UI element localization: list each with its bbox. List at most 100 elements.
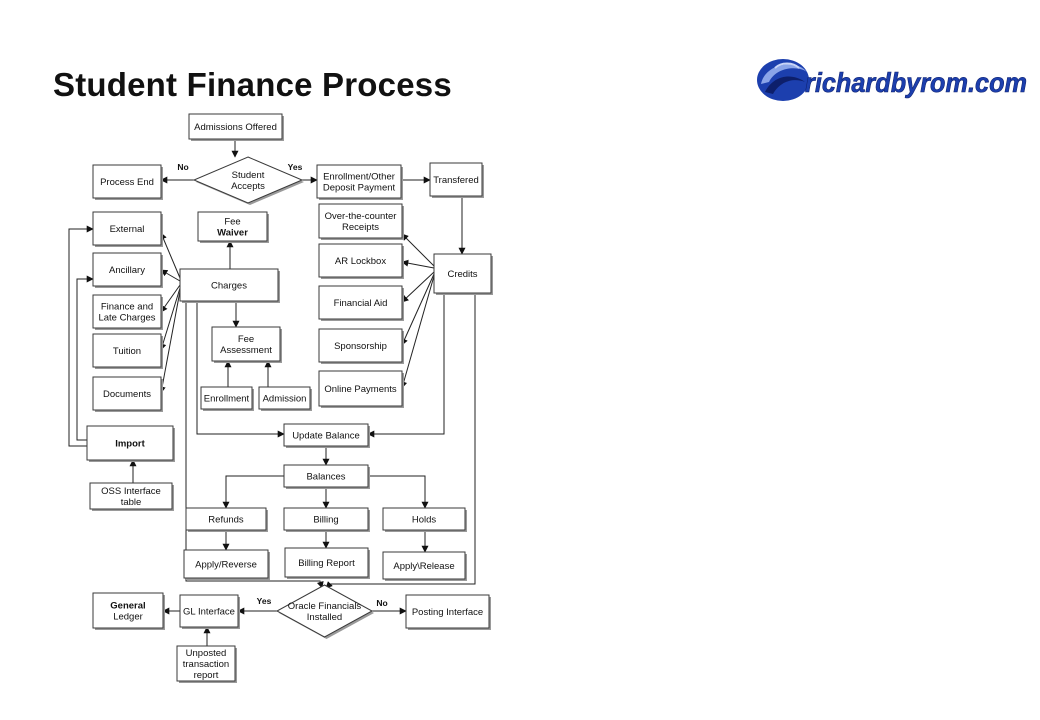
node-shape <box>92 211 162 246</box>
edge-credits-to-otc-receipts <box>401 233 435 267</box>
node-label: Update Balance <box>292 431 360 442</box>
node-shape <box>183 549 269 579</box>
edge-import-to-external <box>68 225 94 447</box>
edge-label: No <box>376 598 387 608</box>
node-shape <box>92 333 162 368</box>
node-admissions-offered: Admissions Offered <box>188 113 284 141</box>
node-label: Holds <box>412 515 437 526</box>
edge-charges-to-update-balance <box>196 301 285 438</box>
node-label: Admission <box>263 394 307 405</box>
node-ancillary: Ancillary <box>92 252 163 288</box>
edge-balances-to-refunds <box>222 475 284 509</box>
node-label: GL Interface <box>183 607 235 618</box>
edge-charges-to-ancillary <box>160 269 181 282</box>
edge-charges-to-external <box>160 232 181 279</box>
node-update-balance: Update Balance <box>283 423 370 448</box>
edge-credits-to-ar-lockbox <box>401 259 435 269</box>
edge-label: Yes <box>288 162 303 172</box>
node-balances: Balances <box>283 464 370 489</box>
node-shape <box>429 162 483 197</box>
node-credits: Credits <box>433 253 493 295</box>
edge-balances-to-holds <box>368 475 429 509</box>
node-label: Tuition <box>113 346 141 357</box>
node-shape <box>405 594 490 629</box>
node-shape <box>92 294 162 329</box>
node-label: Balances <box>306 472 345 483</box>
edge-credits-to-oracle-financials <box>325 293 476 589</box>
node-shape <box>86 425 174 461</box>
node-label: Financial Aid <box>334 298 388 309</box>
node-shape <box>283 507 369 531</box>
node-documents: Documents <box>92 376 163 412</box>
node-apply-reverse: Apply/Reverse <box>183 549 270 580</box>
edge-credits-to-online-payments <box>400 275 435 389</box>
node-online-payments: Online Payments <box>318 370 404 408</box>
node-label: Refunds <box>208 515 244 526</box>
node-refunds: Refunds <box>185 507 268 532</box>
node-posting-interface: Posting Interface <box>405 594 491 630</box>
logo-mark-icon <box>757 59 809 101</box>
node-shape <box>176 645 236 682</box>
edge-charges-to-finance-late <box>160 284 181 313</box>
node-external: External <box>92 211 163 247</box>
node-billing: Billing <box>283 507 370 532</box>
node-billing-report: Billing Report <box>284 547 370 579</box>
edge-import-to-ancillary <box>76 275 94 441</box>
node-shape <box>179 594 239 628</box>
edge-charges-to-tuition <box>159 287 181 351</box>
node-label: External <box>110 224 145 235</box>
page-title: Student Finance Process <box>53 66 452 103</box>
node-label: Transfered <box>433 175 479 186</box>
node-label: Documents <box>103 389 151 400</box>
node-shape <box>318 370 403 407</box>
node-shape <box>200 386 253 410</box>
node-shape <box>433 253 492 294</box>
node-label: Ancillary <box>109 265 145 276</box>
node-gl-interface: GL Interface <box>179 594 240 629</box>
node-shape <box>92 592 164 629</box>
edge-credits-to-sponsorship <box>401 273 435 346</box>
node-shape <box>258 386 311 410</box>
node-shape <box>92 376 162 411</box>
node-label: Apply\Release <box>393 561 454 572</box>
edge-charges-to-oracle-financials <box>185 301 324 589</box>
node-label: Sponsorship <box>334 341 387 352</box>
node-label: Billing Report <box>298 558 355 569</box>
node-label: Posting Interface <box>412 607 483 618</box>
node-sponsorship: Sponsorship <box>318 328 404 364</box>
node-label: Credits <box>447 269 477 280</box>
node-label: Charges <box>211 281 247 292</box>
node-apply-release: Apply\Release <box>382 551 467 581</box>
node-holds: Holds <box>382 507 467 532</box>
node-shape <box>318 243 403 278</box>
edges-layer <box>68 139 476 646</box>
node-transfered: Transfered <box>429 162 484 198</box>
node-shape <box>92 164 162 199</box>
node-shape <box>318 328 403 363</box>
node-label: Import <box>115 439 145 450</box>
node-label: Process End <box>100 177 154 188</box>
node-shape <box>185 507 267 531</box>
node-shape <box>275 584 374 638</box>
node-shape <box>92 252 162 287</box>
node-shape <box>283 423 369 447</box>
node-label: Enrollment <box>204 394 250 405</box>
edge-charges-to-documents <box>158 290 181 394</box>
node-label: Apply/Reverse <box>195 560 257 571</box>
node-label: Admissions Offered <box>194 122 277 133</box>
